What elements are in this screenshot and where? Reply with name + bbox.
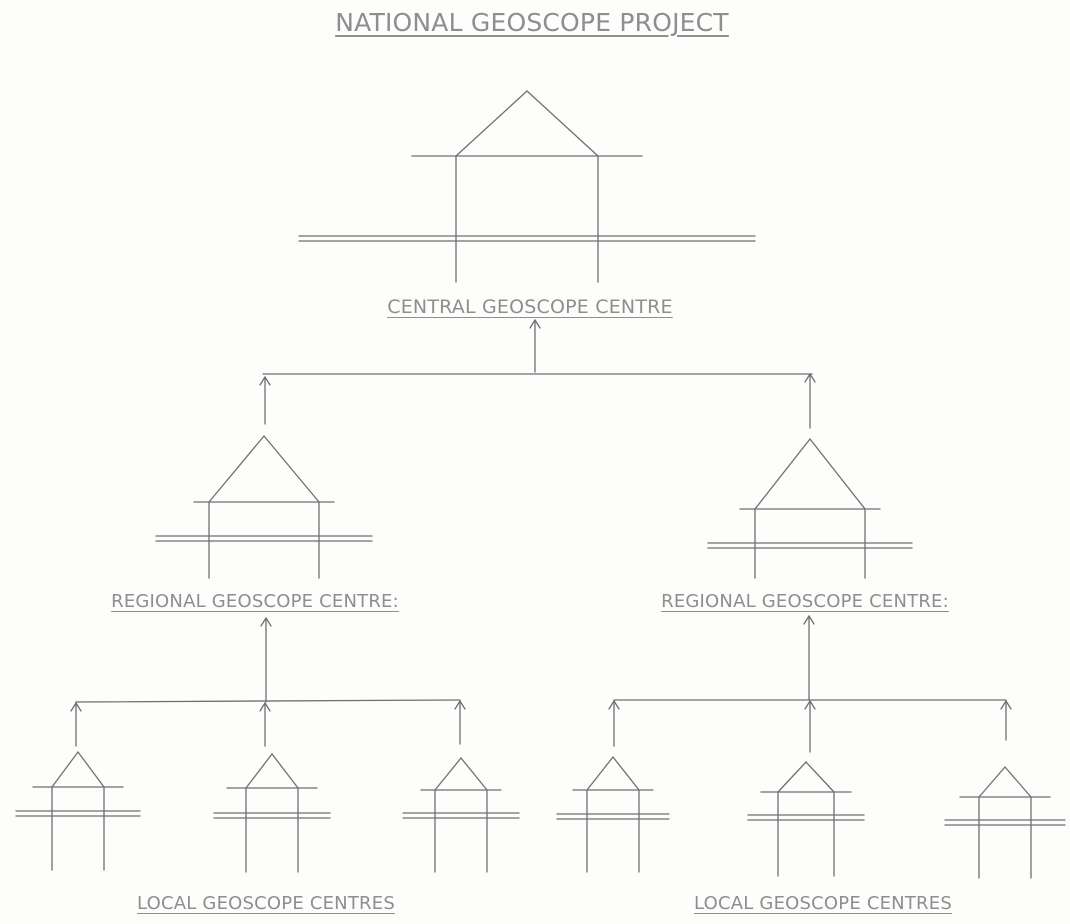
regional-centre-label-right: REGIONAL GEOSCOPE CENTRE: (661, 591, 949, 612)
houses-layer (15, 90, 1066, 879)
arrow-head-left (259, 702, 266, 712)
arrow-up-local-l1 (70, 702, 82, 747)
arrow-head-right (809, 700, 816, 710)
arrow-up-local-r2 (804, 700, 816, 753)
arrow-up-regional-left (259, 376, 271, 425)
arrow-head-right (264, 376, 271, 386)
arrow-up-local-l3 (454, 700, 466, 745)
roof-right-edge (612, 756, 640, 791)
roof-right-edge (526, 90, 599, 157)
roof-left-edge (777, 761, 807, 793)
arrow-head-right (534, 319, 541, 329)
arrow-head-left (804, 373, 811, 383)
arrow-head-right (459, 700, 466, 710)
arrow-head-left (803, 615, 810, 625)
arrow-head-left (259, 376, 266, 386)
arrow-head-left (70, 702, 77, 712)
diagram-title: NATIONAL GEOSCOPE PROJECT (335, 8, 729, 37)
roof-left-edge (455, 90, 528, 157)
arrow-head-left (454, 700, 461, 710)
local-centres-label-left: LOCAL GEOSCOPE CENTRES (137, 893, 395, 914)
arrow-to-regional-right (803, 615, 815, 701)
roof-left-edge (754, 438, 811, 510)
arrow-head-right (1005, 700, 1012, 710)
roof-right-edge (271, 753, 299, 789)
roof-right-edge (263, 435, 320, 503)
roof-right-edge (805, 761, 835, 793)
arrow-to-regional-left (260, 617, 272, 703)
arrow-head-right (809, 373, 816, 383)
local-centres-label-right: LOCAL GEOSCOPE CENTRES (694, 893, 952, 914)
arrow-head-right (265, 617, 272, 627)
arrow-head-left (260, 617, 267, 627)
arrow-head-right (808, 615, 815, 625)
central-centre-house (298, 90, 756, 283)
arrow-head-left (608, 700, 615, 710)
arrow-up-local-r3 (1000, 700, 1012, 741)
roof-left-edge (586, 756, 614, 791)
arrow-head-right (75, 702, 82, 712)
arrow-head-left (529, 319, 536, 329)
regional-centre-label-left: REGIONAL GEOSCOPE CENTRE: (111, 591, 399, 612)
arrow-head-right (264, 702, 271, 712)
connectors-layer (70, 319, 1012, 753)
roof-right-edge (77, 751, 105, 788)
roof-right-edge (1004, 766, 1032, 798)
regional-centre-house-left (155, 435, 373, 579)
arrow-head-right (613, 700, 620, 710)
roof-right-edge (460, 757, 488, 791)
arrow-head-left (804, 700, 811, 710)
left-branch-line (75, 699, 461, 703)
arrow-up-regional-right (804, 373, 816, 429)
arrow-up-local-l2 (259, 702, 271, 747)
roof-left-edge (978, 766, 1006, 798)
roof-left-edge (245, 753, 273, 789)
arrow-up-local-r1 (608, 700, 620, 747)
roof-right-edge (809, 438, 866, 510)
roof-left-edge (51, 751, 79, 788)
local-centre-house-l3 (402, 757, 520, 873)
local-centre-house-l2 (213, 753, 331, 873)
local-centre-house-r3 (944, 766, 1066, 879)
local-centre-house-l1 (15, 751, 141, 871)
roof-left-edge (208, 435, 265, 503)
central-centre-label: CENTRAL GEOSCOPE CENTRE (387, 296, 673, 318)
roof-left-edge (434, 757, 462, 791)
arrow-to-central (529, 319, 541, 373)
local-centre-house-r1 (556, 756, 670, 873)
arrow-head-left (1000, 700, 1007, 710)
regional-centre-house-right (707, 438, 913, 579)
local-centre-house-r2 (747, 761, 865, 877)
